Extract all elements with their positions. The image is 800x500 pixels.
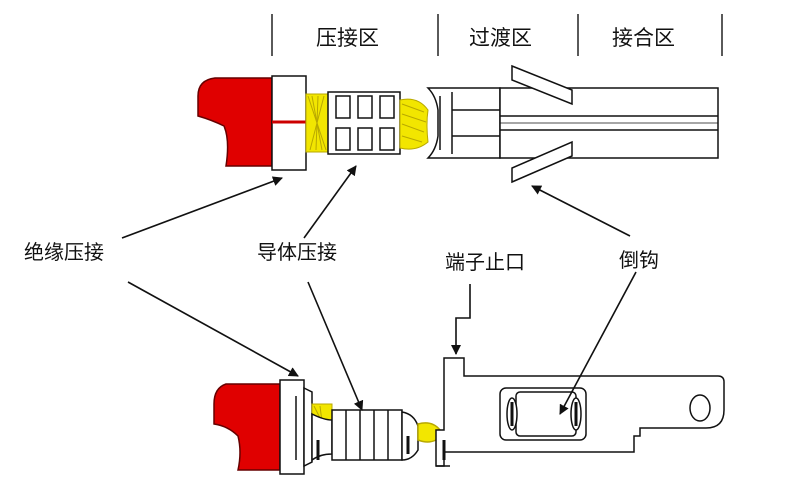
arrow-terminal-stop [451,284,471,355]
callout-barb: 倒钩 [619,248,659,272]
callout-terminal-stop: 端子止口 [445,250,525,274]
zone-label-mating: 接合区 [612,26,675,50]
arrow-insulation-side [127,281,299,377]
arrow-barb-top [531,185,631,237]
wire-insulation-top [197,77,273,167]
wire-strands-top [305,93,329,153]
arrow-barb-side [559,271,637,415]
zone-label-transition: 过渡区 [469,26,532,50]
barb-top-upper [511,64,573,106]
callout-conductor-crimp: 导体压接 [257,240,337,264]
callout-insulation-crimp: 绝缘压接 [24,240,104,264]
arrow-conductor-top [303,165,357,239]
arrow-insulation-top [121,176,283,239]
transition-section-top [426,87,501,159]
conductor-crimp-side [331,409,403,461]
wire-insulation-side [213,383,281,471]
insulation-crimp-band-side [279,379,305,475]
zone-dividers [271,14,723,56]
zone-label-crimp: 压接区 [316,26,379,50]
callout-arrows [121,165,637,415]
barb-top-lower [511,140,573,184]
arrow-conductor-side [307,281,364,411]
wire-ends-top [399,98,429,150]
terminal-top-view [197,64,719,184]
terminal-side-view [213,357,725,475]
mounting-hole [689,394,711,422]
